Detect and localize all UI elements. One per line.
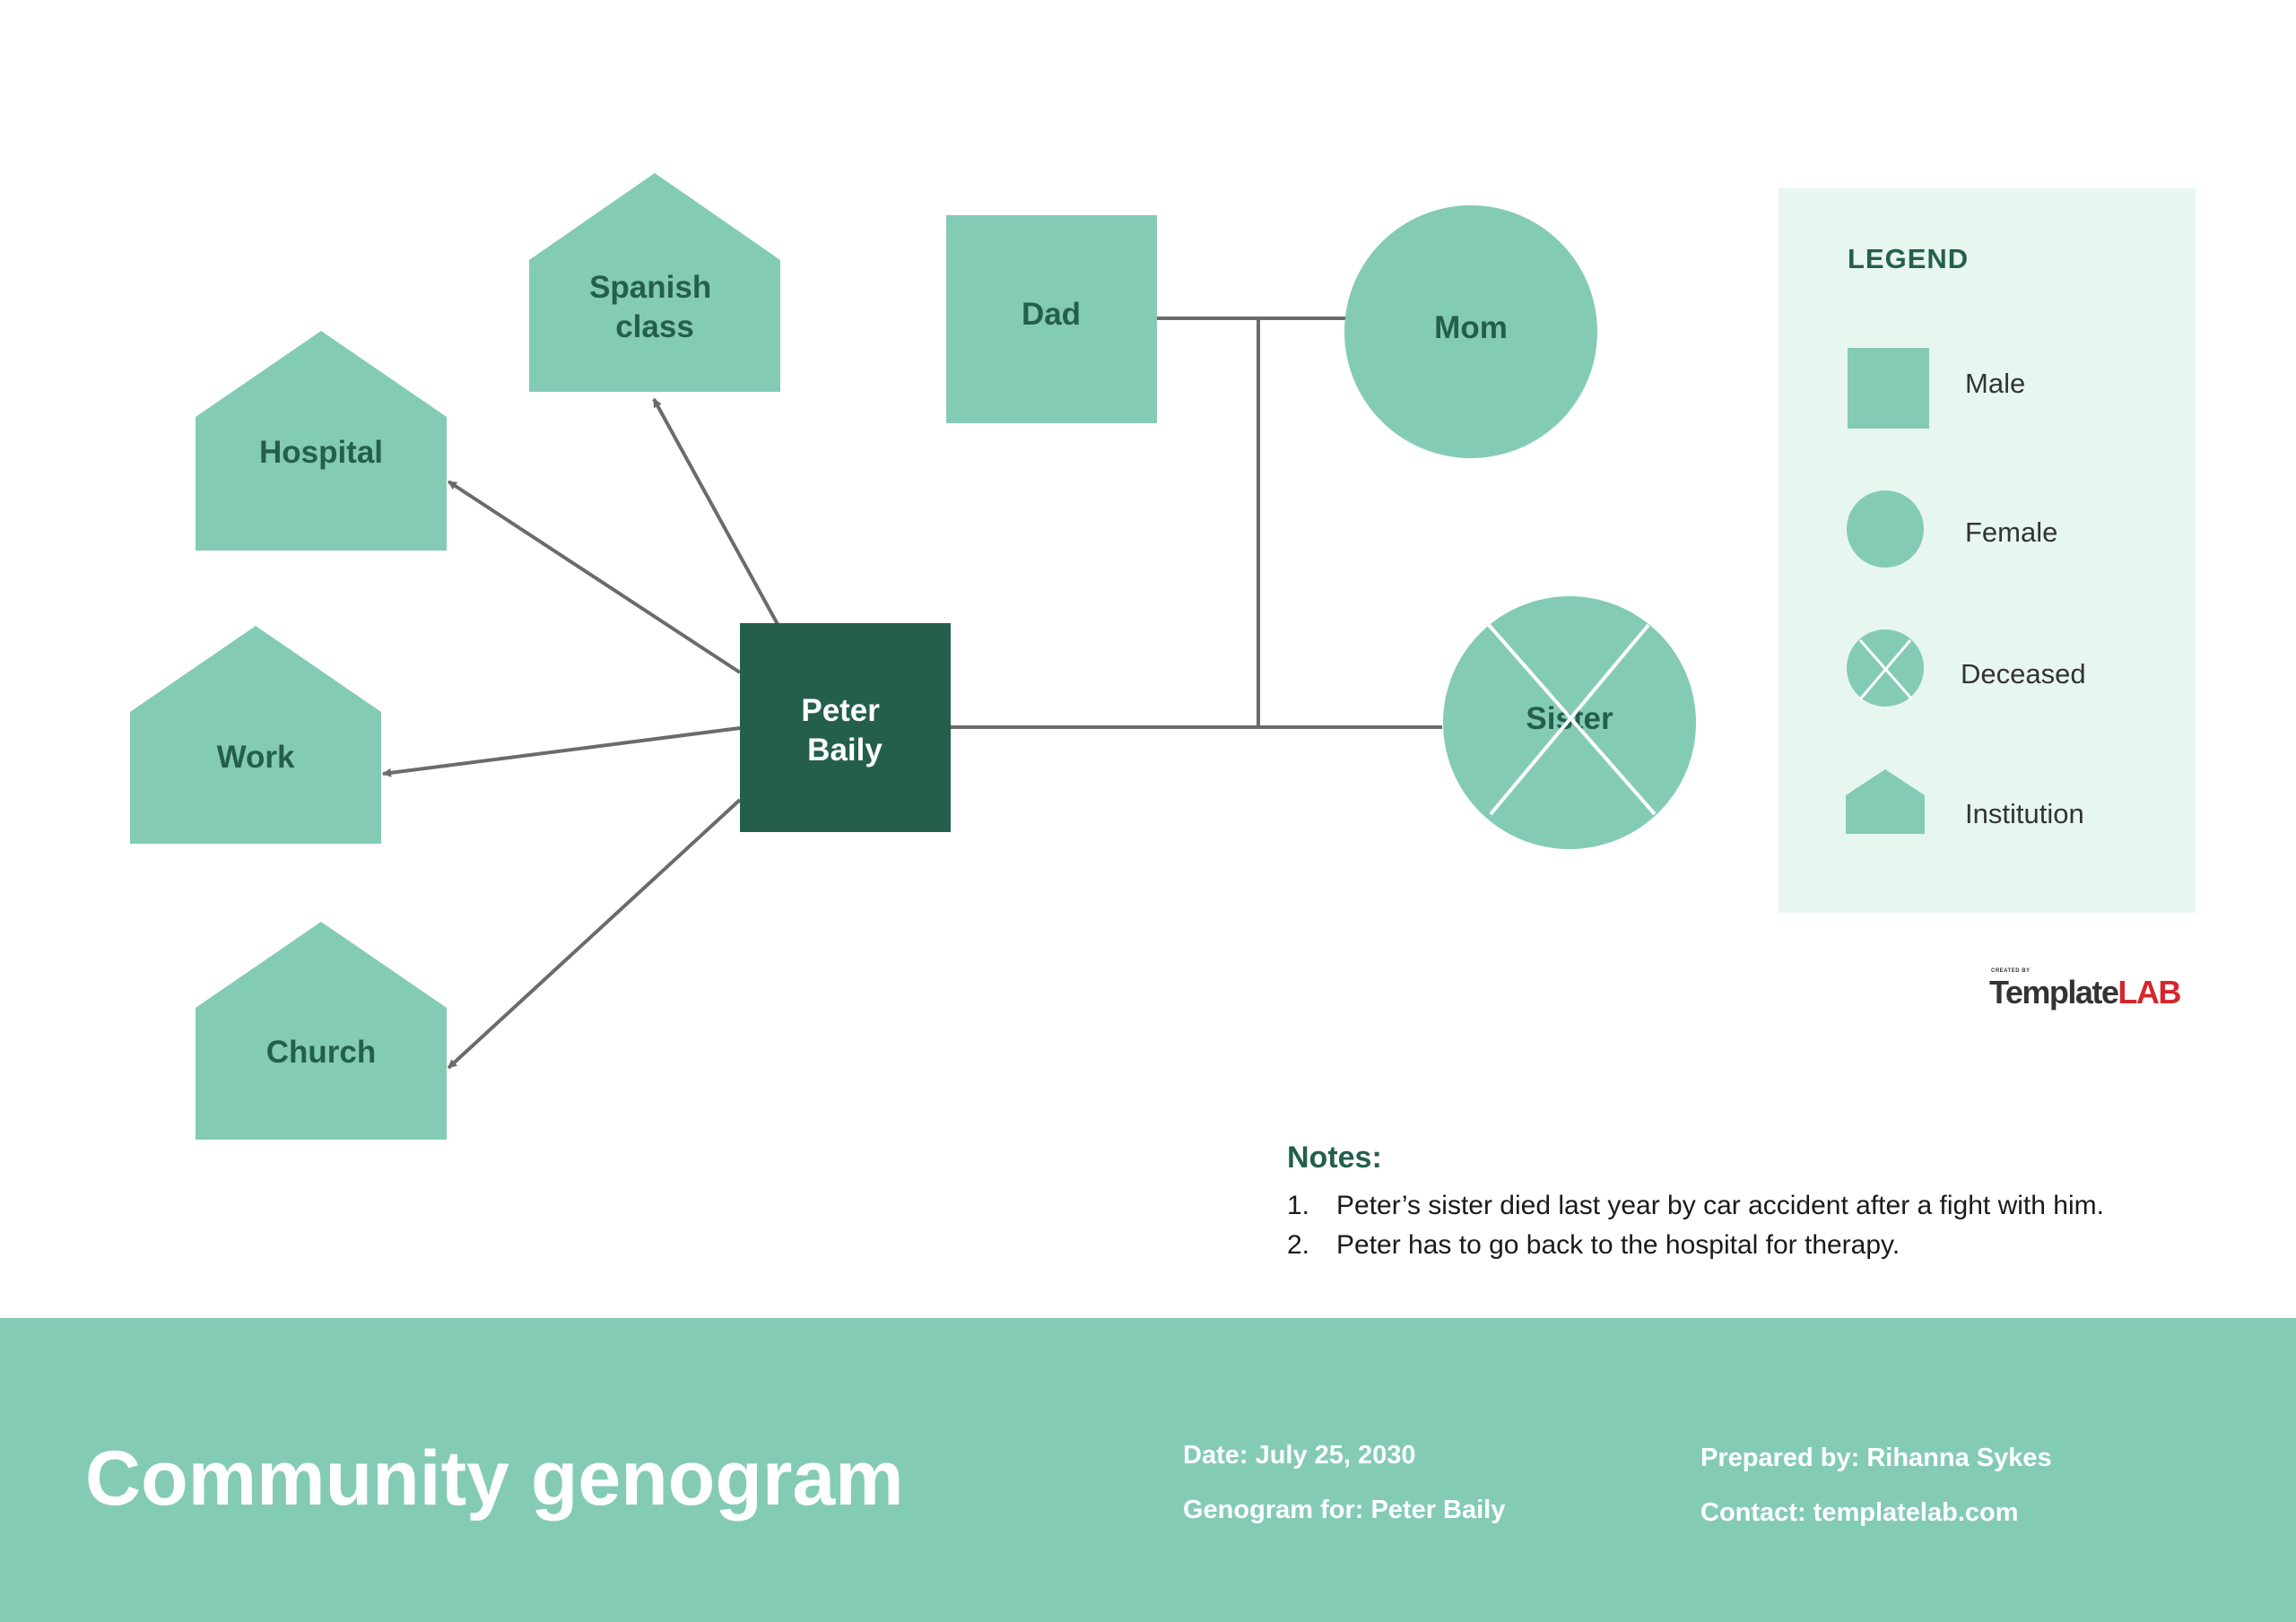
- male-square: [946, 215, 1157, 423]
- note-number: 2.: [1287, 1230, 1310, 1260]
- arrow-to-church: [447, 798, 742, 1070]
- person-dad: Dad: [946, 215, 1157, 423]
- female-circle: [1443, 596, 1696, 849]
- institution-work: Work: [130, 626, 381, 844]
- page-title: Community genogram: [85, 1436, 904, 1522]
- notes-title: Notes:: [1287, 1141, 1382, 1175]
- note-text: Peter has to go back to the hospital for…: [1336, 1230, 1900, 1260]
- arrow-to-hospital: [447, 480, 742, 674]
- legend-female-icon: [1847, 490, 1924, 568]
- legend: LEGEND Male Female Deceased Institution: [1779, 188, 2196, 913]
- female-circle: [1344, 205, 1597, 458]
- person-peter-baily: Peter Baily: [740, 623, 951, 832]
- peter-label-line1: Peter: [801, 693, 880, 728]
- note-item: 1. Peter’s sister died last year by car …: [1287, 1186, 2256, 1226]
- legend-panel: [1779, 188, 2196, 913]
- footer-banner: Community genogram Date: July 25, 2030 G…: [0, 1318, 2296, 1622]
- spanish-class-label-line2: class: [615, 309, 694, 344]
- legend-institution-icon: [1846, 769, 1925, 834]
- relationship-lines: [951, 317, 1442, 729]
- house-shape: [196, 331, 447, 551]
- legend-institution-label: Institution: [1965, 798, 2084, 829]
- legend-deceased-label: Deceased: [1961, 658, 2086, 690]
- house-shape: [130, 626, 381, 844]
- person-sister: Sister: [1443, 596, 1696, 849]
- subject-square: [740, 623, 951, 832]
- legend-male-icon: [1848, 348, 1929, 429]
- svg-text:Peter Baily: Peter Baily: [801, 693, 888, 768]
- house-shape: [529, 173, 780, 392]
- logo-part-lab: LAB: [2118, 974, 2181, 1010]
- institution-church: Church: [196, 922, 447, 1140]
- hospital-label: Hospital: [259, 435, 383, 470]
- dad-label: Dad: [1022, 297, 1081, 332]
- church-label: Church: [266, 1035, 377, 1070]
- legend-deceased-icon: [1847, 629, 1924, 707]
- legend-title: LEGEND: [1848, 243, 1969, 274]
- house-shape: [196, 922, 447, 1140]
- notes-section: Notes: 1. Peter’s sister died last year …: [1287, 1141, 2256, 1265]
- deceased-cross-line: [1489, 623, 1650, 816]
- logo-part-template: Template: [1989, 974, 2119, 1010]
- arrow-to-work: [382, 726, 741, 777]
- legend-male-label: Male: [1965, 368, 2025, 399]
- institution-hospital: Hospital: [196, 331, 447, 551]
- spanish-class-label-line1: Spanish: [589, 270, 711, 305]
- prepared-by-field: Prepared by: Rihanna Sykes: [1700, 1444, 2052, 1472]
- note-number: 1.: [1287, 1191, 1310, 1220]
- logo-wordmark: TemplateLAB: [1989, 974, 2181, 1011]
- mom-label: Mom: [1434, 310, 1508, 345]
- svg-text:Spanish class: Spanish class: [589, 270, 720, 344]
- genogram-for-field: Genogram for: Peter Baily: [1183, 1496, 1506, 1524]
- logo-created-by: CREATED BY: [1991, 968, 2031, 974]
- person-mom: Mom: [1344, 205, 1597, 458]
- work-label: Work: [217, 740, 295, 775]
- note-item: 2. Peter has to go back to the hospital …: [1287, 1226, 2256, 1265]
- institution-spanish-class: Spanish class: [529, 173, 780, 392]
- templatelab-logo: CREATED BY TemplateLAB: [1989, 968, 2181, 1010]
- date-field: Date: July 25, 2030: [1183, 1441, 1416, 1470]
- arrow-to-spanish-class: [652, 398, 780, 627]
- note-text: Peter’s sister died last year by car acc…: [1336, 1191, 2104, 1220]
- institution-arrows: [382, 398, 780, 1070]
- legend-female-label: Female: [1965, 516, 2057, 548]
- contact-field: Contact: templatelab.com: [1700, 1498, 2019, 1527]
- peter-label-line2: Baily: [807, 733, 883, 768]
